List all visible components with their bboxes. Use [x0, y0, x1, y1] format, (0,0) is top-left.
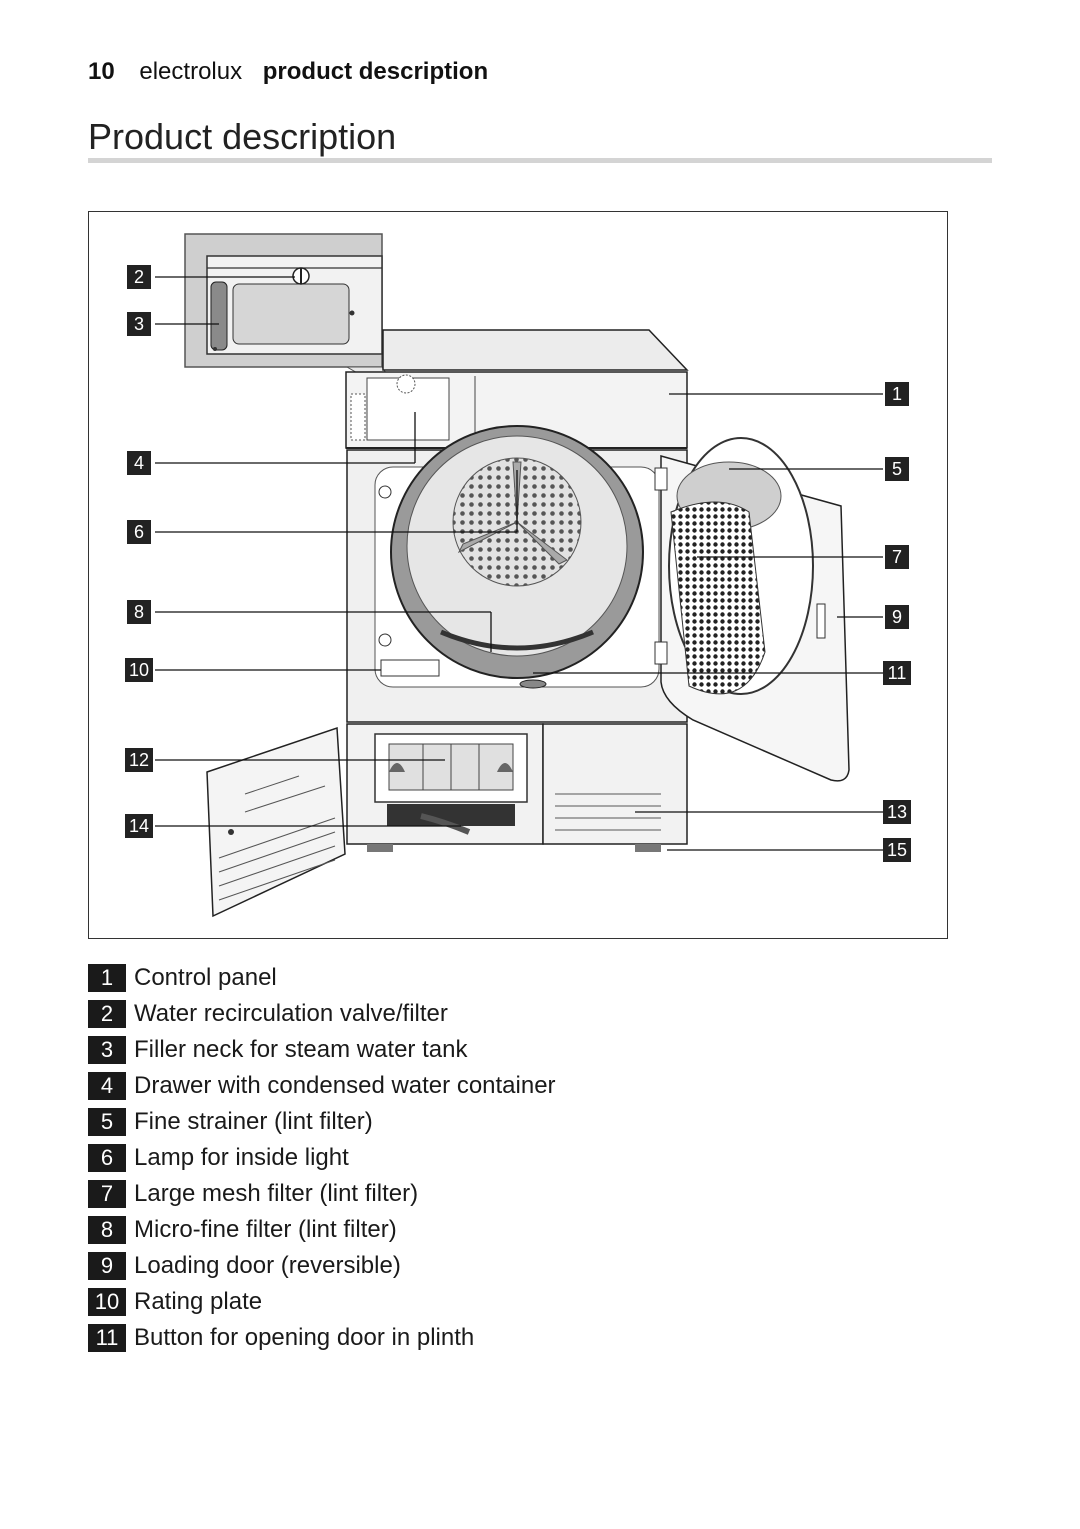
svg-text:3: 3 [134, 314, 144, 334]
legend-item: 3 Filler neck for steam water tank [88, 1032, 556, 1068]
callout-1: 1 [885, 382, 909, 406]
callout-14: 14 [125, 814, 153, 838]
dryer-illustration: 2 3 4 6 8 10 12 14 1 5 7 9 [125, 233, 911, 918]
legend-text: Large mesh filter (lint filter) [134, 1180, 419, 1207]
legend-text: Water recirculation valve/filter [134, 1000, 448, 1027]
page-header: 10 electrolux product description [88, 58, 488, 86]
parts-legend: 1 Control panel 2 Water recirculation valv… [88, 960, 556, 1356]
legend-item: 6 Lamp for inside light [88, 1140, 556, 1176]
callouts: 2 3 4 6 8 10 12 14 1 5 7 9 [125, 265, 911, 862]
callout-8: 8 [127, 600, 151, 624]
callout-2: 2 [127, 265, 151, 289]
legend-item: 9 Loading door (reversible) [88, 1248, 556, 1284]
plinth [346, 723, 688, 852]
legend-item: 10 Rating plate [88, 1284, 556, 1320]
legend-item: 7 Large mesh filter (lint filter) [88, 1176, 556, 1212]
svg-text:9: 9 [892, 607, 902, 627]
svg-text:1: 1 [892, 384, 902, 404]
legend-item: 11 Button for opening door in plinth [88, 1320, 556, 1356]
legend-text: Micro-fine filter (lint filter) [134, 1216, 397, 1243]
svg-text:5: 5 [892, 459, 902, 479]
legend-text: Filler neck for steam water tank [134, 1036, 468, 1063]
legend-number: 3 [88, 1036, 126, 1064]
legend-item: 4 Drawer with condensed water container [88, 1068, 556, 1104]
legend-text: Fine strainer (lint filter) [134, 1108, 373, 1135]
page-title: Product description [88, 116, 397, 157]
legend-text: Rating plate [134, 1288, 263, 1315]
legend-text: Drawer with condensed water container [134, 1072, 556, 1099]
callout-13: 13 [883, 800, 911, 824]
legend-number: 11 [88, 1324, 126, 1352]
legend-number: 10 [88, 1288, 126, 1316]
legend-text: Loading door (reversible) [134, 1252, 401, 1279]
svg-text:13: 13 [887, 802, 907, 822]
inset-detail [184, 233, 405, 401]
callout-6: 6 [127, 520, 151, 544]
svg-text:10: 10 [129, 660, 149, 680]
callout-10: 10 [125, 658, 153, 682]
svg-text:8: 8 [134, 602, 144, 622]
svg-text:2: 2 [134, 267, 144, 287]
legend-text: Button for opening door in plinth [134, 1324, 475, 1351]
svg-text:11: 11 [888, 663, 907, 683]
svg-text:7: 7 [892, 547, 902, 567]
legend-text: Control panel [134, 964, 277, 991]
legend-item: 1 Control panel [88, 960, 556, 996]
svg-text:4: 4 [134, 453, 144, 473]
callout-7: 7 [885, 545, 909, 569]
legend-number: 6 [88, 1144, 126, 1172]
callout-11: 11 [883, 661, 911, 685]
legend-number: 1 [88, 964, 126, 992]
legend-number: 5 [88, 1108, 126, 1136]
legend-number: 2 [88, 1000, 126, 1028]
svg-text:6: 6 [134, 522, 144, 542]
title-rule [88, 158, 992, 163]
svg-text:12: 12 [129, 750, 149, 770]
dryer-diagram-frame: 2 3 4 6 8 10 12 14 1 5 7 9 [88, 211, 948, 939]
callout-4: 4 [127, 451, 151, 475]
leader-lines [155, 276, 883, 851]
legend-number: 8 [88, 1216, 126, 1244]
callout-5: 5 [885, 457, 909, 481]
callout-3: 3 [127, 312, 151, 336]
plinth-flap [206, 726, 346, 918]
brand-name: electrolux [139, 58, 243, 85]
section-name: product description [262, 58, 489, 85]
svg-text:14: 14 [129, 816, 149, 836]
legend-number: 7 [88, 1180, 126, 1208]
legend-text: Lamp for inside light [134, 1144, 349, 1171]
page-number: 10 [88, 58, 115, 85]
legend-item: 8 Micro-fine filter (lint filter) [88, 1212, 556, 1248]
legend-item: 5 Fine strainer (lint filter) [88, 1104, 556, 1140]
callout-15: 15 [883, 838, 911, 862]
legend-number: 9 [88, 1252, 126, 1280]
legend-item: 2 Water recirculation valve/filter [88, 996, 556, 1032]
callout-12: 12 [125, 748, 153, 772]
legend-number: 4 [88, 1072, 126, 1100]
callout-9: 9 [885, 605, 909, 629]
loading-door [654, 437, 850, 782]
svg-text:15: 15 [887, 840, 907, 860]
